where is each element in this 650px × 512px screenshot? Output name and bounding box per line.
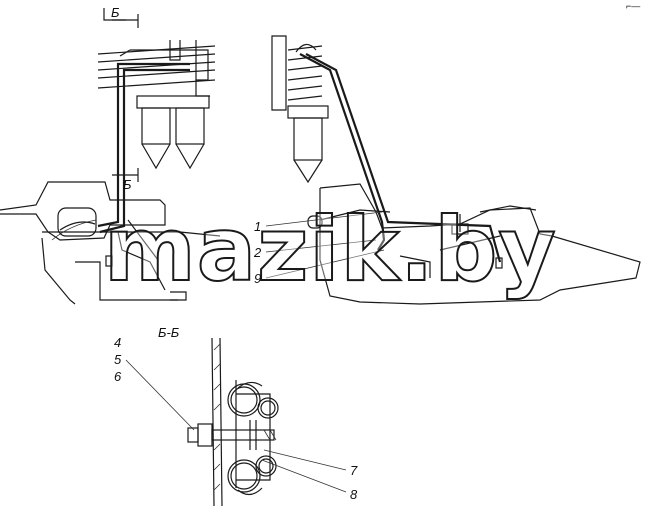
section-mark-top: Б (111, 5, 120, 20)
left-spring-bracket (97, 8, 216, 170)
callout-9: 9 (254, 271, 262, 286)
callout-5: 5 (114, 352, 122, 367)
callout-1: 1 (254, 219, 262, 234)
left-tube (97, 62, 190, 291)
callout-4: 4 (114, 335, 122, 350)
left-frame-rail (0, 181, 221, 305)
callout-2: 2 (254, 245, 262, 260)
callout-6: 6 (114, 369, 122, 384)
main-leader-lines (265, 211, 385, 279)
corner-mark: ⌐— (626, 1, 641, 11)
callout-7: 7 (350, 463, 358, 478)
section-leader-lines (125, 359, 347, 493)
section-line-marks (112, 14, 139, 182)
section-title: Б-Б (158, 325, 180, 340)
watermark-text: mazik.by (103, 198, 557, 301)
right-frame-rail (307, 183, 641, 305)
section-mark-bottom: Б (123, 177, 132, 192)
section-detail (187, 337, 279, 507)
callout-8: 8 (350, 487, 358, 502)
right-spring-bracket (271, 35, 329, 184)
